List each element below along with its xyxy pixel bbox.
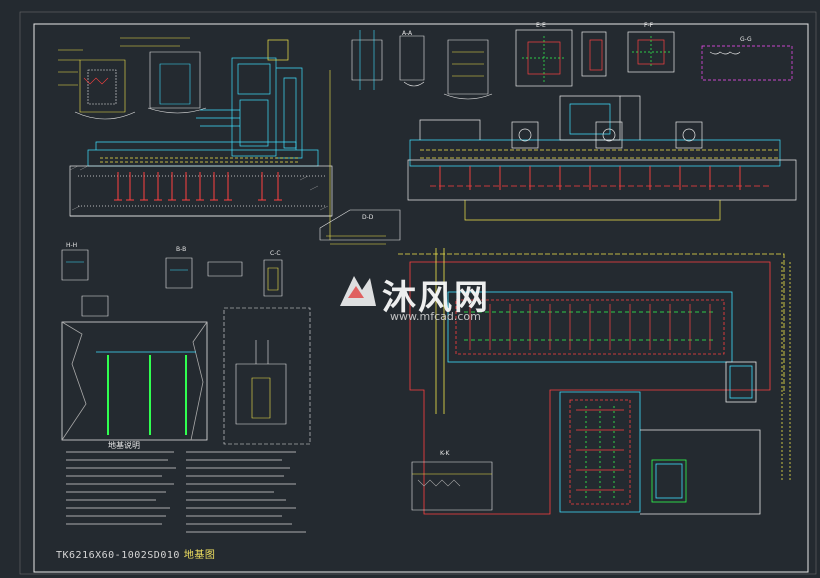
section-mark-4: D-D — [362, 214, 374, 221]
drawing-code: TK6216X60-1002SD010 — [56, 550, 180, 561]
plan-bolt-grid — [469, 304, 711, 491]
section-mark-7: G-G — [740, 36, 752, 43]
detail-bottom-center — [411, 461, 493, 511]
watermark-emblem-icon — [340, 276, 376, 306]
drawing-name: 地基图 — [183, 550, 216, 561]
notes-title: 地基说明 — [108, 441, 140, 450]
watermark-brand: 沐风网 — [382, 278, 490, 318]
detail-boxes-top — [515, 29, 793, 87]
section-mark-2: B-B — [176, 246, 187, 253]
anchor-bolts-left — [114, 172, 282, 201]
detail-top-left — [58, 37, 207, 120]
anchor-bolts-right — [439, 166, 741, 190]
watermark-url: www.mfcad.com — [390, 310, 481, 323]
machine-elevation-right — [407, 95, 797, 221]
detail-center-top — [319, 30, 493, 245]
machine-elevation-left — [69, 39, 333, 217]
details-left-middle — [61, 249, 283, 317]
section-mark-3: C-C — [270, 250, 281, 257]
watermark-logo: 沐风网 www.mfcad.com — [332, 264, 492, 334]
section-mark-8: H-H — [66, 242, 78, 249]
detail-middle-box — [223, 307, 311, 445]
sheet-border — [33, 23, 809, 573]
section-mark-5: E-E — [536, 22, 546, 29]
general-notes — [66, 451, 306, 533]
section-mark-9: K-K — [440, 450, 450, 457]
outer-frame — [19, 11, 817, 575]
section-mark-6: F-F — [644, 22, 654, 29]
foundation-section-lower-left — [61, 321, 208, 441]
hatch-left — [69, 165, 329, 211]
foundation-plan — [398, 248, 791, 515]
section-mark-1: A-A — [402, 30, 413, 37]
